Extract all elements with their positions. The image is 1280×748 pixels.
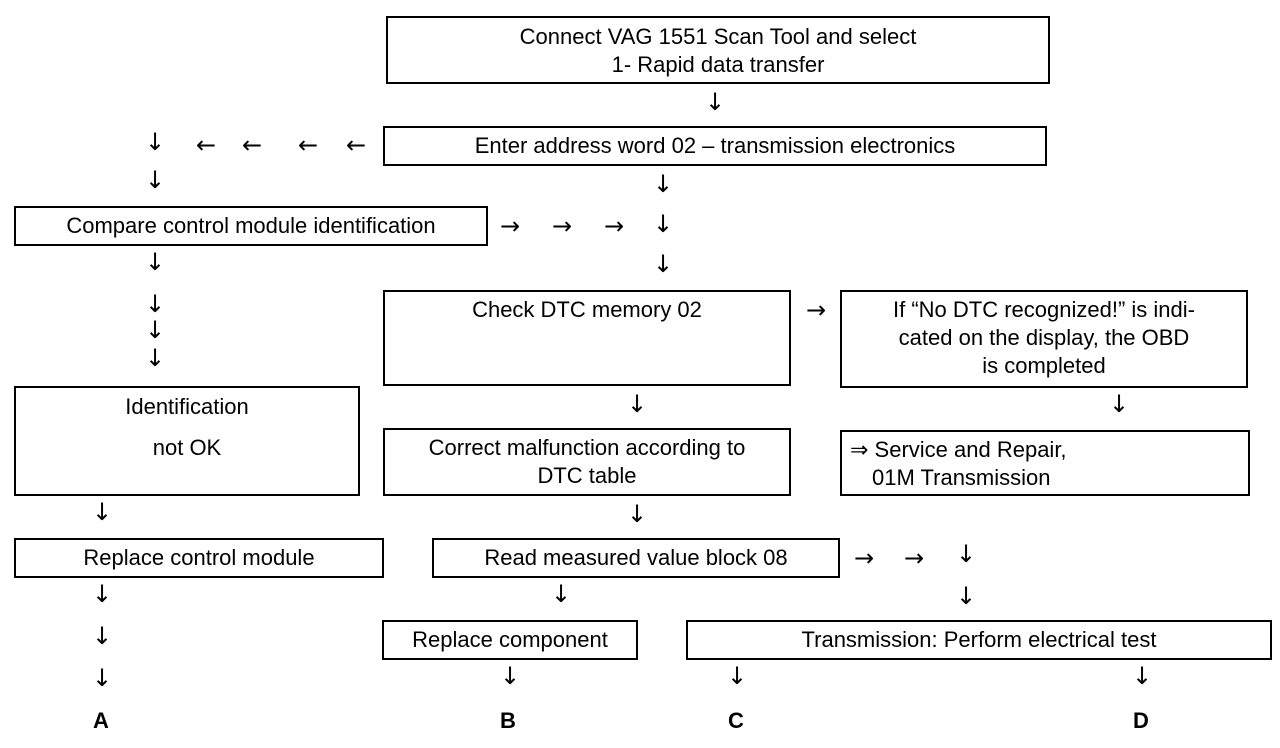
connect-scan-tool-box: Connect VAG 1551 Scan Tool and select 1-… <box>386 16 1050 84</box>
identification-line-2: not OK <box>152 435 222 460</box>
arrow-down-icon: ↓ <box>144 248 166 276</box>
arrow-down-icon: ↓ <box>91 580 113 608</box>
arrow-left-icon: ← <box>241 131 263 159</box>
compare-identification-line: Compare control module identification <box>66 213 436 238</box>
arrow-down-icon: ↓ <box>91 664 113 692</box>
arrow-down-icon: ↓ <box>91 622 113 650</box>
service-repair-box: ⇒ Service and Repair, 01M Transmission <box>840 430 1250 496</box>
arrow-down-icon: ↓ <box>652 170 674 198</box>
arrow-right-icon: → <box>903 544 925 572</box>
arrow-right-icon: → <box>853 544 875 572</box>
replace-module-line: Replace control module <box>83 545 315 570</box>
arrow-right-icon: → <box>805 296 827 324</box>
check-dtc-box: Check DTC memory 02 <box>383 290 791 386</box>
arrow-down-icon: ↓ <box>144 290 166 318</box>
arrow-down-icon: ↓ <box>1108 390 1130 418</box>
read-measured-value-box: Read measured value block 08 <box>432 538 840 578</box>
arrow-down-icon: ↓ <box>144 316 166 344</box>
no-dtc-line-2: cated on the display, the OBD <box>898 325 1190 350</box>
enter-address-line: Enter address word 02 – transmission ele… <box>474 133 956 158</box>
no-dtc-line-3: is completed <box>982 353 1106 378</box>
arrow-down-icon: ↓ <box>704 88 726 116</box>
output-label-b: B <box>500 708 516 733</box>
perform-electrical-test-box: Transmission: Perform electrical test <box>686 620 1272 660</box>
arrow-down-icon: ↓ <box>144 344 166 372</box>
check-dtc-line: Check DTC memory 02 <box>472 297 702 322</box>
arrow-right-icon: → <box>551 212 573 240</box>
replace-component-box: Replace component <box>382 620 638 660</box>
correct-line-2: DTC table <box>537 463 637 488</box>
arrow-down-icon: ↓ <box>626 390 648 418</box>
arrow-down-icon: ↓ <box>652 210 674 238</box>
arrow-down-icon: ↓ <box>726 662 748 690</box>
read-block-line: Read measured value block 08 <box>484 545 788 570</box>
arrow-right-icon: → <box>499 212 521 240</box>
arrow-down-icon: ↓ <box>955 540 977 568</box>
arrow-down-icon: ↓ <box>550 580 572 608</box>
identification-not-ok-box: Identification not OK <box>14 386 360 496</box>
arrow-down-icon: ↓ <box>652 250 674 278</box>
output-label-c: C <box>728 708 744 733</box>
perform-test-line: Transmission: Perform electrical test <box>801 627 1157 652</box>
replace-component-line: Replace component <box>412 627 608 652</box>
arrow-down-icon: ↓ <box>626 500 648 528</box>
arrow-left-icon: ← <box>345 131 367 159</box>
arrow-down-icon: ↓ <box>1131 662 1153 690</box>
replace-control-module-box: Replace control module <box>14 538 384 578</box>
arrow-down-icon: ↓ <box>91 498 113 526</box>
no-dtc-line-1: If “No DTC recognized!” is indi- <box>893 297 1195 322</box>
arrow-down-icon: ↓ <box>955 582 977 610</box>
correct-line-1: Correct malfunction according to <box>428 435 746 460</box>
output-label-d: D <box>1133 708 1149 733</box>
no-dtc-box: If “No DTC recognized!” is indi- cated o… <box>840 290 1248 388</box>
enter-address-box: Enter address word 02 – transmission ele… <box>383 126 1047 166</box>
service-line-2: 01M Transmission <box>872 465 1051 490</box>
arrow-left-icon: ← <box>195 131 217 159</box>
connect-line-2: 1- Rapid data transfer <box>611 52 825 77</box>
service-line-1: ⇒ Service and Repair, <box>850 437 1067 462</box>
output-label-a: A <box>93 708 109 733</box>
arrow-down-icon: ↓ <box>499 662 521 690</box>
arrow-down-icon: ↓ <box>144 128 166 156</box>
connect-line-1: Connect VAG 1551 Scan Tool and select <box>519 24 917 49</box>
identification-line-1: Identification <box>125 394 249 419</box>
correct-malfunction-box: Correct malfunction according to DTC tab… <box>383 428 791 496</box>
compare-identification-box: Compare control module identification <box>14 206 488 246</box>
arrow-right-icon: → <box>603 212 625 240</box>
arrow-down-icon: ↓ <box>144 166 166 194</box>
arrow-left-icon: ← <box>297 131 319 159</box>
